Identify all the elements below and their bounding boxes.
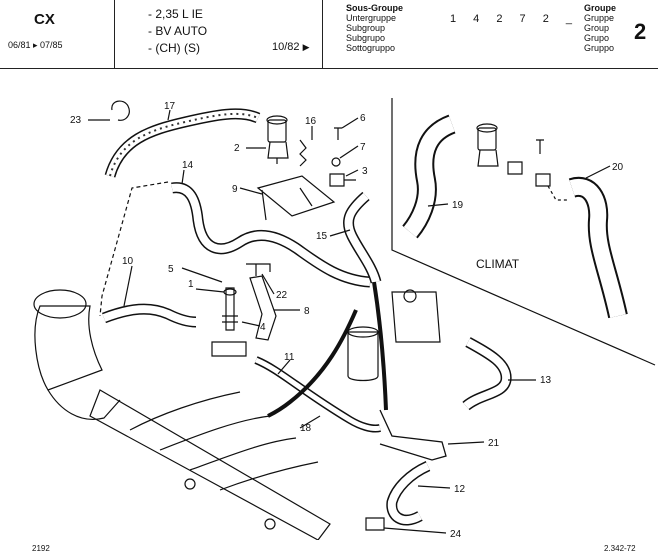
callout-13: 13: [540, 375, 552, 386]
callout-16: 16: [305, 116, 317, 127]
group-label-es: Grupo: [584, 33, 610, 43]
footer-left-code: 2192: [32, 544, 50, 553]
group-label-en: Group: [584, 23, 610, 33]
filter-canister: [347, 331, 379, 382]
exploded-parts-diagram: CLIMAT 1 2 3 4 5 6 7 8 9 10 11 12 13 14 …: [33, 98, 656, 540]
part-4: [222, 315, 238, 323]
callout-1: 1: [188, 279, 194, 290]
callout-7: 7: [360, 142, 366, 153]
air-intake: [34, 305, 103, 391]
callout-8: 8: [304, 306, 310, 317]
callout-18: 18: [300, 423, 312, 434]
reference-date: 10/82 ▶: [272, 42, 310, 53]
subgroup-code: 1 4 2 7 2 _: [450, 13, 579, 25]
nut-7: [331, 157, 341, 167]
callout-15: 15: [316, 231, 328, 242]
union-3: [329, 173, 356, 187]
inset-frame: [391, 98, 656, 366]
group-number: 2: [634, 19, 647, 44]
callout-9: 9: [232, 184, 238, 195]
callout-5: 5: [168, 264, 174, 275]
header-bottom-rule: [0, 68, 658, 69]
header-divider: [114, 0, 115, 68]
callout-19: 19: [452, 200, 464, 211]
spec-line-3: - (CH) (S): [148, 41, 200, 55]
pipe-21: [379, 409, 447, 461]
footer-right-code: 2.342-72: [604, 544, 636, 553]
production-dates: 06/81 ▸ 07/85: [8, 40, 63, 50]
callout-23: 23: [70, 115, 82, 126]
pipe-18: [267, 309, 358, 418]
subgroup-label-en: Subgroup: [346, 23, 386, 33]
part-16: [299, 139, 307, 167]
callout-22: 22: [276, 290, 288, 301]
callout-21: 21: [488, 438, 500, 449]
subgroup-label-es: Subgrupo: [346, 33, 386, 43]
callout-10: 10: [122, 256, 134, 267]
callout-12: 12: [454, 484, 466, 495]
group-label-it: Gruppo: [584, 43, 615, 53]
callout-17: 17: [164, 101, 176, 112]
arrow-right-icon: ▶: [302, 42, 310, 52]
part-22: [246, 263, 271, 276]
header: CX 06/81 ▸ 07/85 - 2,35 L IE - BV AUTO -…: [0, 0, 658, 70]
header-divider: [322, 0, 323, 68]
subgroup-label-de: Untergruppe: [346, 13, 397, 23]
callout-14: 14: [182, 160, 194, 171]
spec-line-1: - 2,35 L IE: [148, 7, 203, 21]
valve-2: [267, 119, 287, 143]
intake-manifold: [89, 389, 331, 540]
group-label-de: Gruppe: [584, 13, 615, 23]
clip-23: [111, 100, 130, 121]
reference-value: 10/82: [272, 41, 300, 53]
group-label-fr: Groupe: [584, 3, 617, 13]
callout-4: 4: [260, 322, 266, 333]
callout-6: 6: [360, 113, 366, 124]
model-name: CX: [34, 11, 55, 28]
pipe-vertical: [372, 281, 388, 411]
callout-11: 11: [284, 352, 295, 363]
subgroup-label-fr: Sous-Groupe: [346, 3, 404, 13]
bolt-6: [334, 127, 342, 140]
spec-line-2: - BV AUTO: [148, 24, 208, 38]
subgroup-label-it: Sottogruppo: [346, 43, 396, 53]
callout-2: 2: [234, 143, 240, 154]
inset-label-climat: CLIMAT: [476, 257, 520, 271]
clip-24: [365, 517, 385, 531]
bracket-9: [256, 175, 336, 221]
valve-block: [391, 291, 441, 343]
callout-24: 24: [450, 529, 462, 540]
bracket-8: [249, 275, 277, 341]
callout-20: 20: [612, 162, 624, 173]
callout-3: 3: [362, 166, 368, 177]
